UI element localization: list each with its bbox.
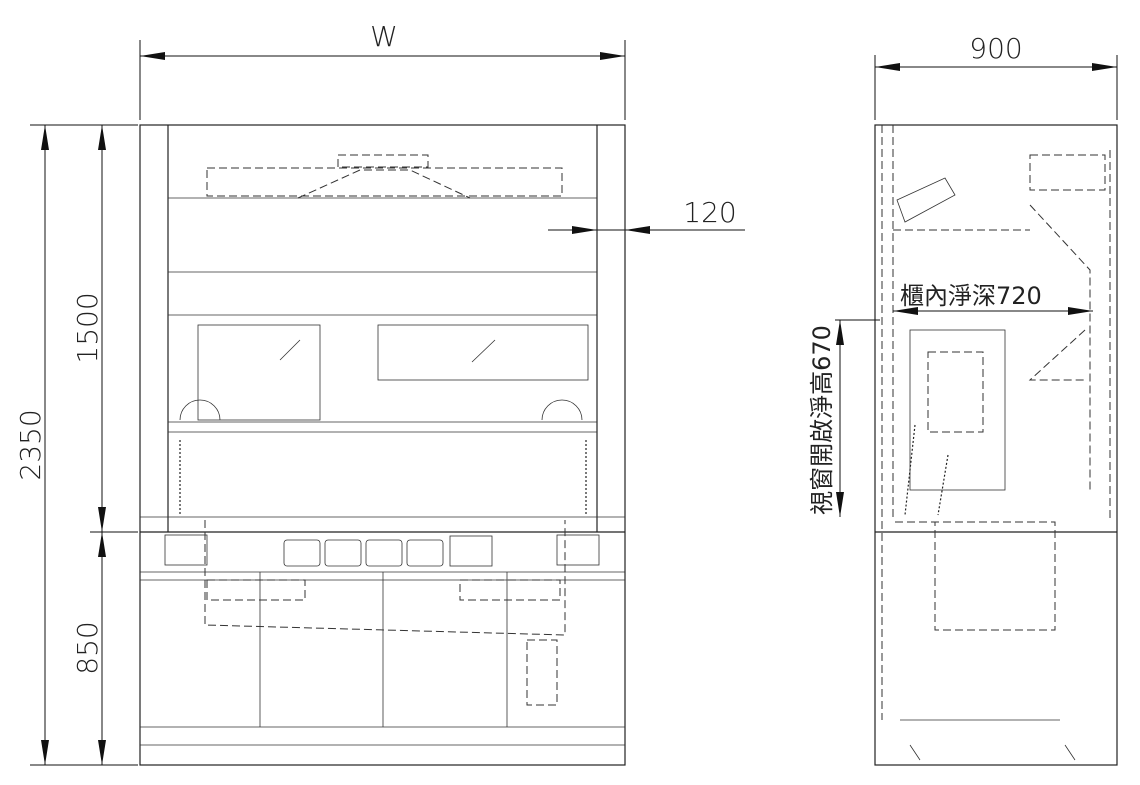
total-height-label: 2350 [14,409,47,480]
sash-opening-dimension: 視窗開啟淨高670 [808,319,880,517]
panel-offset-dimension: 120 [548,196,745,234]
sash-opening-label: 視窗開啟淨高670 [808,325,836,515]
width-dimension: W [139,20,626,120]
width-label: W [370,20,398,53]
front-view: W 2350 1500 850 120 [14,20,745,766]
side-view: 900 櫃內淨深720 視窗開啟淨高6 [808,32,1118,766]
panel-offset-label: 120 [683,196,736,229]
height-dimensions: 2350 1500 850 [14,124,138,766]
base-height-label: 850 [71,621,104,674]
inner-depth-dimension: 櫃內淨深720 [893,282,1093,315]
depth-dimension: 900 [874,32,1118,120]
depth-label: 900 [969,32,1022,65]
inner-depth-label: 櫃內淨深720 [900,282,1042,310]
upper-height-label: 1500 [71,292,104,363]
outlet-panel [283,535,493,567]
